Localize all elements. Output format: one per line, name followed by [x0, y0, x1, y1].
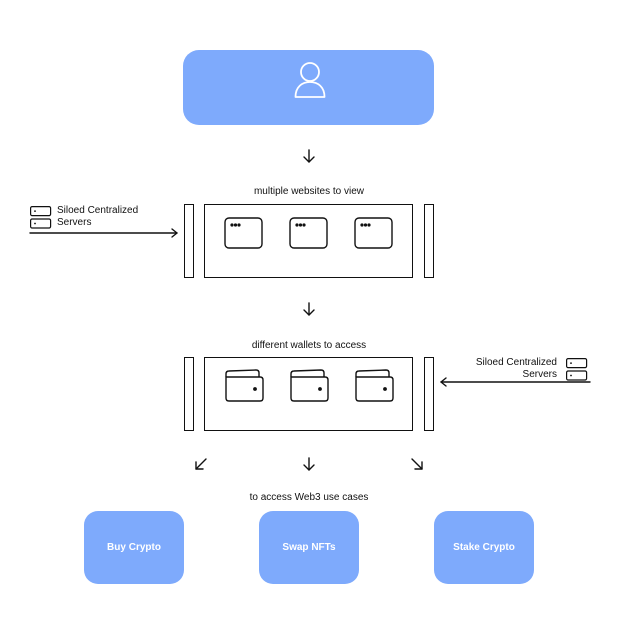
browser-window-icon	[224, 217, 263, 249]
right-servers-line1: Siloed Centralized	[475, 357, 557, 368]
browser-window-icon	[354, 217, 393, 249]
use-cases-caption: to access Web3 use cases	[249, 492, 369, 503]
wallet-icon	[225, 369, 264, 402]
wallets-icons	[225, 369, 394, 402]
right-servers-line2: Servers	[522, 369, 557, 380]
wallet-icon	[290, 369, 329, 402]
right-servers-label: Siloed Centralized Servers	[440, 357, 557, 381]
down-arrow-icon	[303, 302, 315, 316]
right-side-bar	[424, 204, 434, 278]
down-arrow-icon	[303, 149, 315, 163]
user-box	[183, 50, 434, 125]
websites-caption: multiple websites to view	[253, 186, 365, 197]
wallet-icon	[355, 369, 394, 402]
server-icon	[566, 358, 588, 381]
left-side-bar	[184, 204, 194, 278]
websites-icons	[224, 217, 393, 249]
left-servers-line2: Servers	[57, 217, 92, 228]
left-server-arrow	[29, 228, 178, 238]
down-right-arrow-icon	[411, 458, 423, 470]
stake-crypto-box: Stake Crypto	[434, 511, 534, 584]
wallets-caption: different wallets to access	[251, 340, 367, 351]
websites-frame	[204, 204, 413, 278]
server-icon	[30, 206, 52, 229]
left-servers-label: Siloed Centralized Servers	[57, 205, 138, 229]
down-arrow-icon	[303, 457, 315, 471]
buy-crypto-box: Buy Crypto	[84, 511, 184, 584]
left-servers-line1: Siloed Centralized	[57, 205, 139, 216]
left-side-bar	[184, 357, 194, 431]
browser-window-icon	[289, 217, 328, 249]
right-side-bar	[424, 357, 434, 431]
swap-nfts-box: Swap NFTs	[259, 511, 359, 584]
right-server-arrow	[440, 377, 591, 387]
wallets-frame	[204, 357, 413, 431]
user-icon	[294, 62, 326, 98]
down-left-arrow-icon	[195, 458, 207, 470]
